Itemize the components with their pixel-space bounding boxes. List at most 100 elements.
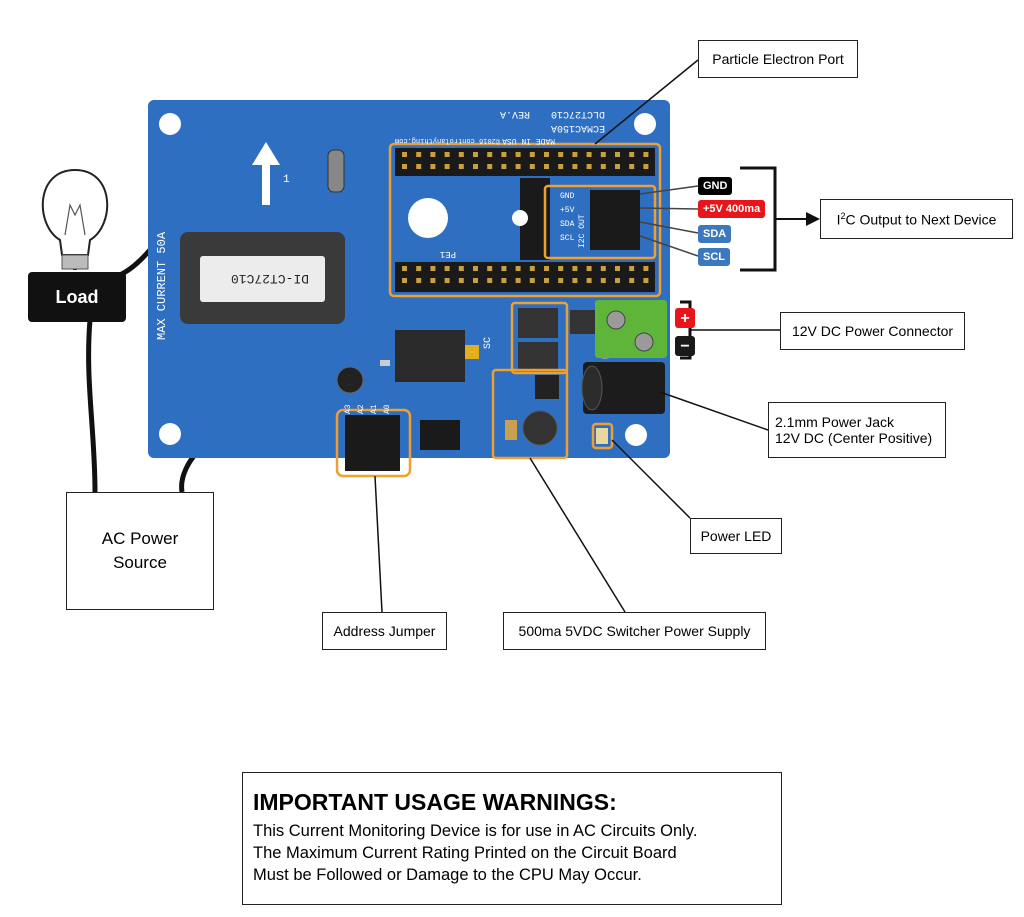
header-pin [643, 266, 649, 271]
power-jack-line2: 12V DC (Center Positive) [775, 430, 933, 446]
header-pin [572, 278, 578, 283]
board-max-current: MAX CURRENT 50A [155, 231, 169, 340]
header-pin [643, 278, 649, 283]
power-jack [581, 362, 665, 414]
board-made-in: MADE IN USA [502, 136, 555, 145]
header-pin [402, 266, 407, 271]
light-bulb-icon [41, 168, 109, 270]
header-pin [544, 152, 549, 157]
header-pin [501, 278, 507, 283]
header-pin [615, 164, 620, 169]
address-silk-label: A2 [357, 404, 366, 414]
i2c-silk-label: SDA [560, 220, 575, 229]
header-pin [600, 152, 606, 157]
header-pin [615, 152, 620, 157]
i2c-pin-tag: SDA [698, 225, 732, 243]
header-pin [529, 152, 535, 157]
header-pin [444, 152, 450, 157]
header-pin [458, 278, 464, 283]
switcher-callout: 500ma 5VDC Switcher Power Supply [503, 612, 766, 650]
i2c-output-callout: I2C Output to Next Device [820, 199, 1013, 239]
header-pin [600, 278, 606, 283]
header-pin [501, 152, 507, 157]
header-pin [629, 152, 635, 157]
power-connector-callout: 12V DC Power Connector [780, 312, 965, 350]
power-led-callout: Power LED [690, 518, 782, 554]
header-pin [572, 164, 578, 169]
plus-sign: + [680, 310, 689, 327]
header-pin [544, 278, 549, 283]
header-pin [402, 278, 407, 283]
microcontroller-chip [395, 330, 465, 382]
header-pin [586, 266, 592, 271]
pe1-label: PE1 [440, 249, 456, 259]
header-pin [487, 164, 493, 169]
i2c-header-label: I2C OUT [578, 214, 587, 248]
load-box: Load [28, 272, 126, 322]
ct-label: DI-CT27C10 [231, 271, 309, 286]
header-pin [416, 266, 422, 271]
header-pin [600, 266, 606, 271]
terminal-block [595, 300, 667, 358]
header-pin [501, 266, 507, 271]
sc-label: SC [483, 337, 494, 349]
header-pin [600, 164, 606, 169]
address-jumper-label: Address Jumper [333, 623, 436, 639]
particle-header-bottom [395, 262, 655, 292]
address-silk-label: A0 [383, 404, 392, 414]
header-pin [416, 152, 422, 157]
header-pin [473, 266, 478, 271]
header-pin [487, 152, 493, 157]
warning-box: IMPORTANT USAGE WARNINGS: This Current M… [242, 772, 782, 905]
header-pin [558, 152, 564, 157]
board-company: ECMAC150A [551, 122, 605, 133]
warning-title: IMPORTANT USAGE WARNINGS: [253, 789, 617, 815]
header-pin [458, 266, 464, 271]
header-pin [529, 278, 535, 283]
header-pin [558, 278, 564, 283]
header-pin [444, 278, 450, 283]
i2c-output-label: I2C Output to Next Device [837, 211, 997, 228]
header-pin [402, 164, 407, 169]
i2c-silk-label: +5V [560, 206, 575, 215]
header-pin [515, 152, 521, 157]
highlight-boxes [335, 142, 662, 478]
header-pin [430, 164, 436, 169]
header-pin [402, 152, 407, 157]
power-connector-label: 12V DC Power Connector [791, 323, 954, 339]
address-silk-label: A3 [344, 404, 353, 414]
i2c-pin-tag: GND [698, 177, 733, 195]
board-url: ©2016 controlanything.com [395, 136, 500, 145]
warning-line-1: This Current Monitoring Device is for us… [253, 822, 698, 840]
header-pin [487, 278, 493, 283]
header-pin [444, 266, 450, 271]
header-pin [529, 266, 535, 271]
header-pin [458, 164, 464, 169]
load-wire-down [86, 319, 98, 493]
switcher-label: 500ma 5VDC Switcher Power Supply [518, 623, 751, 639]
header-pin [586, 152, 592, 157]
i2c-silk-label: GND [560, 192, 575, 201]
i2c-suffix: C Output to Next Device [845, 211, 997, 228]
header-pin [586, 164, 592, 169]
header-pin [629, 266, 635, 271]
header-pin [629, 278, 635, 283]
header-pin [515, 278, 521, 283]
header-pin [430, 152, 436, 157]
board-rev: REV.A [500, 108, 530, 119]
address-silk-label: A1 [370, 404, 379, 414]
power-led-label: Power LED [700, 528, 772, 544]
header-pin [416, 164, 422, 169]
header-pin [586, 278, 592, 283]
i2c-pin-tag: +5V 400ma [698, 200, 766, 218]
header-pin [529, 164, 535, 169]
header-pin [501, 164, 507, 169]
i2c-pin-tag: SCL [698, 248, 730, 266]
header-pin [430, 266, 436, 271]
header-pin [487, 266, 493, 271]
i2c-superscript: 2 [840, 210, 846, 221]
header-pin [416, 278, 422, 283]
header-pin [544, 164, 549, 169]
ac-source-line2: Source [113, 553, 167, 572]
i2c-prefix: I [836, 211, 841, 228]
